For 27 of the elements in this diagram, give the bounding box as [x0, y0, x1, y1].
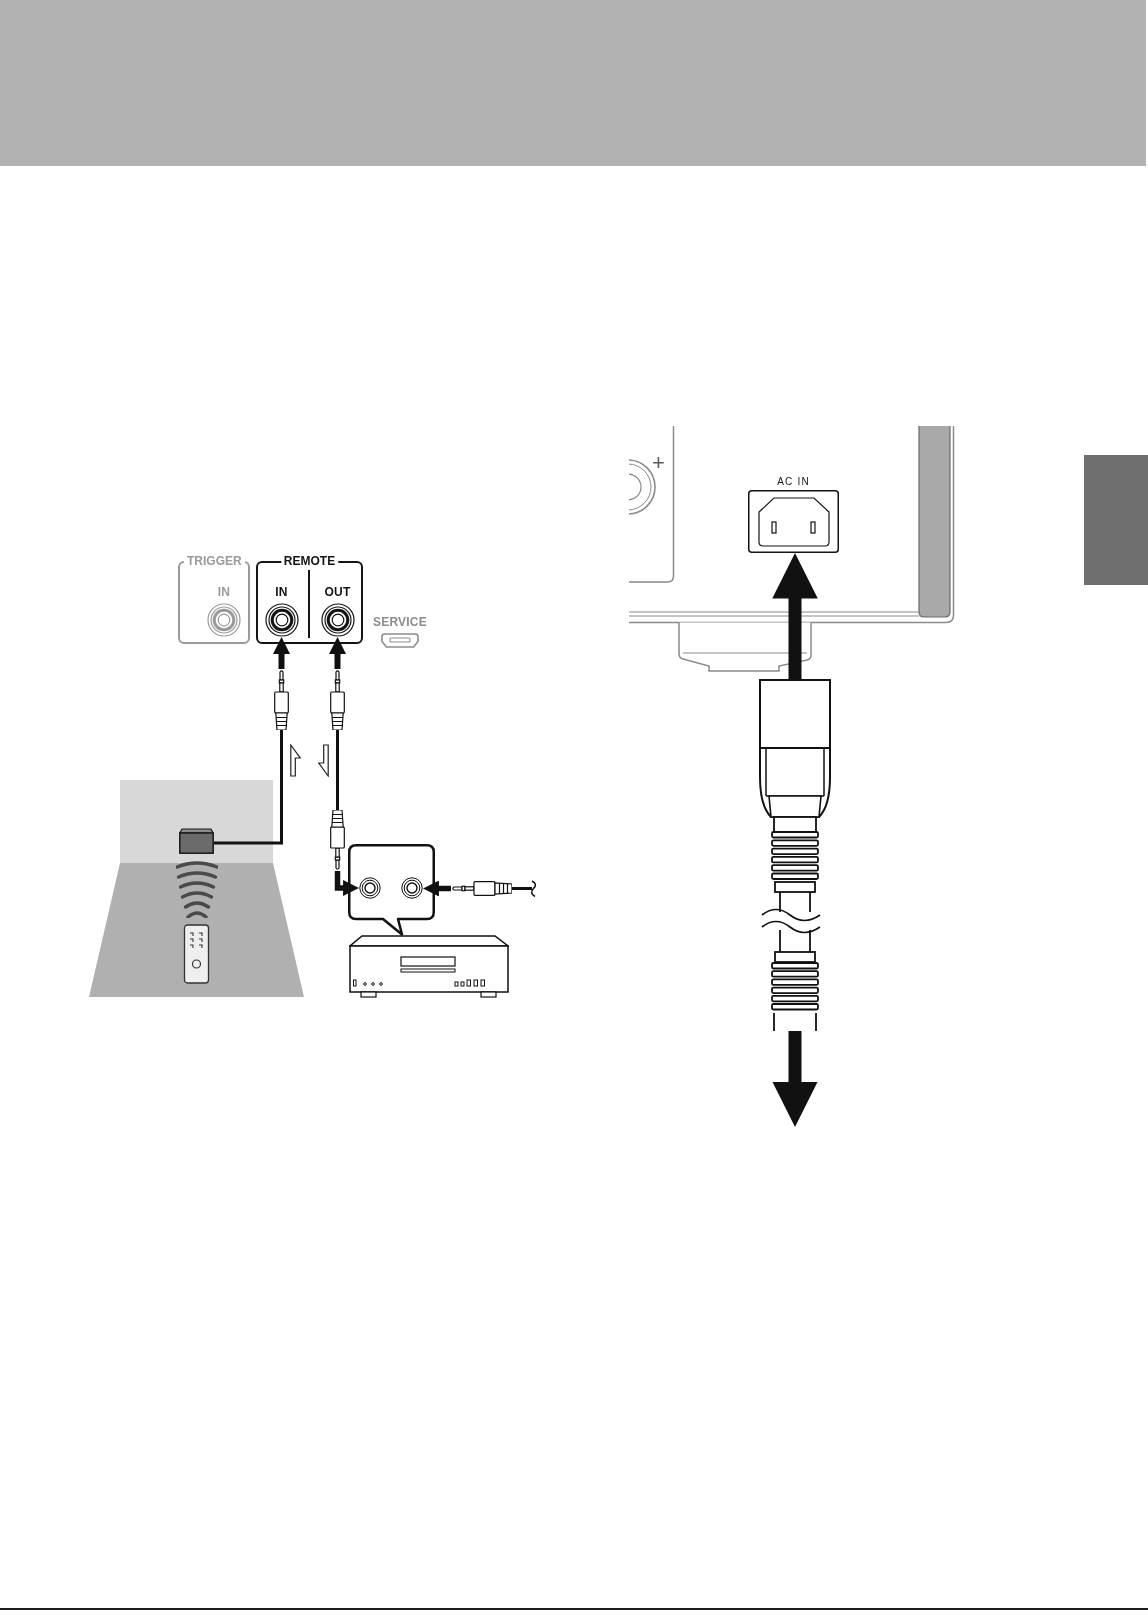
port-label: OUT — [324, 585, 351, 599]
arrow — [423, 880, 451, 897]
mini-plug — [330, 669, 345, 730]
mini-plug — [330, 810, 345, 871]
power-cord-plug — [759, 679, 831, 1031]
panel-title: REMOTE — [280, 554, 339, 568]
arrow — [328, 637, 347, 669]
connector-panel — [178, 554, 250, 644]
arrow — [272, 637, 291, 669]
arrow — [334, 871, 359, 896]
arrow — [772, 553, 818, 679]
arrow — [772, 1031, 818, 1127]
section-tab — [1084, 455, 1148, 585]
cable-line — [336, 730, 339, 810]
port-label: SERVICE — [373, 615, 427, 629]
port-label: IN — [217, 585, 231, 599]
mini-plug — [274, 669, 289, 730]
connector-panel — [256, 554, 363, 644]
audio-jack-icon — [359, 877, 381, 899]
cable-line — [214, 730, 283, 845]
ir-receiver — [179, 828, 214, 854]
panel-title: TRIGGER — [184, 554, 245, 568]
audio-jack-icon — [401, 877, 423, 899]
polarity-label: + — [652, 452, 665, 474]
port-label: AC IN — [777, 476, 810, 488]
mini-plug — [451, 881, 512, 896]
port-label: IN — [275, 585, 288, 599]
